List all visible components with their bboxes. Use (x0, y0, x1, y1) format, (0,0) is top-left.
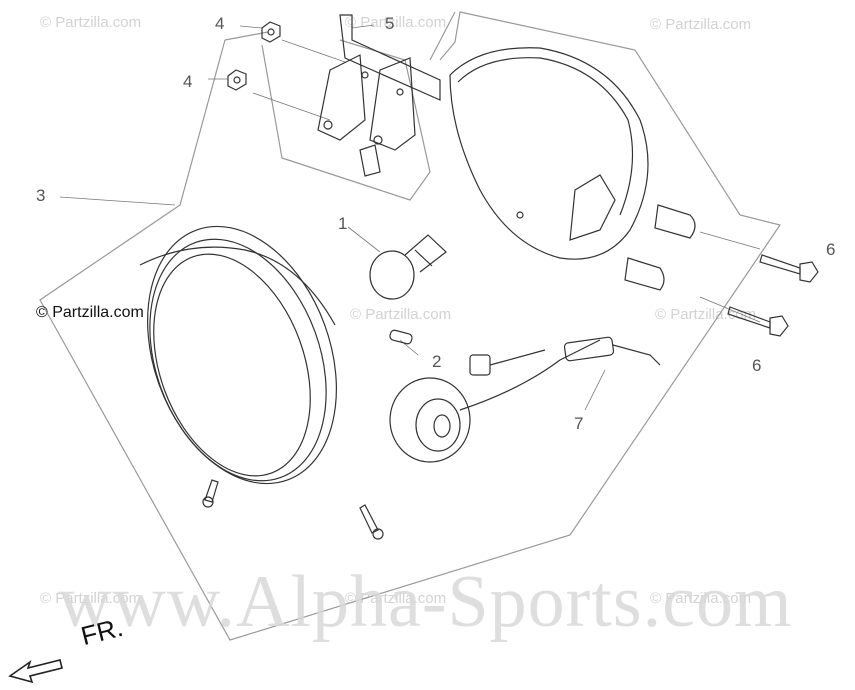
callout-3: 3 (36, 186, 46, 205)
spacer (624, 257, 665, 291)
bolt (727, 306, 789, 337)
spacer (654, 204, 696, 239)
watermark: © Partzilla.com (40, 14, 142, 31)
watermark: © Partzilla.com (40, 590, 142, 607)
callout-4: 4 (183, 72, 193, 91)
callout-6: 6 (752, 356, 762, 375)
callout-5: 5 (385, 14, 395, 33)
screw (202, 479, 219, 508)
watermark: © Partzilla.com (345, 14, 447, 31)
callout-7: 7 (574, 414, 584, 433)
assembly-outline (39, 11, 781, 641)
bolt (759, 254, 819, 283)
front-direction-arrow (8, 659, 63, 684)
nut (227, 69, 247, 91)
copyright-text: © Partzilla.com (36, 304, 144, 321)
mount-bracket (317, 14, 441, 177)
watermark: © Partzilla.com (650, 16, 752, 33)
callout-6: 6 (826, 240, 836, 259)
headlight-bulb (369, 234, 447, 300)
bracket-box (261, 39, 431, 201)
socket-harness (389, 336, 661, 463)
headlight-rim (139, 225, 337, 485)
screw (359, 504, 384, 540)
nut (261, 21, 281, 43)
headlight-housing (449, 47, 649, 260)
callout-2: 2 (432, 352, 442, 371)
callout-4: 4 (215, 14, 225, 33)
callout-1: 1 (338, 214, 348, 233)
position-bulb (389, 329, 413, 345)
watermark-main: www.Alpha-Sports.com (58, 561, 793, 643)
watermark: © Partzilla.com (350, 306, 452, 323)
watermark: © Partzilla.com (345, 590, 447, 607)
watermark: © Partzilla.com (650, 590, 752, 607)
